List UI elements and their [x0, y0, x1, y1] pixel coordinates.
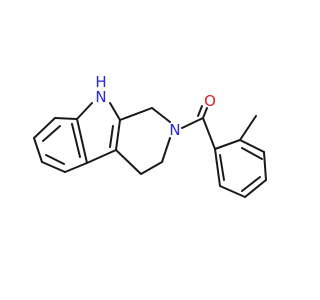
chemical-structure-diagram: H N N O: [33, 73, 267, 198]
bond: [140, 161, 163, 175]
bond: [151, 107, 171, 123]
bond: [119, 107, 153, 121]
carbonyl-oxygen-label: O: [204, 92, 216, 110]
bond: [241, 147, 263, 160]
bond: [161, 137, 171, 163]
bond: [109, 125, 114, 148]
bond: [41, 161, 66, 173]
bond: [197, 105, 203, 117]
bond: [214, 139, 241, 150]
bond: [214, 148, 221, 187]
indole-pyrrole-ring: [76, 102, 121, 164]
bond: [76, 118, 88, 164]
bond: [54, 117, 78, 120]
carbonyl-group: [181, 105, 216, 150]
methyl-bond: [239, 115, 257, 141]
bond: [115, 149, 142, 175]
bond: [202, 117, 216, 150]
bond: [42, 125, 61, 142]
bond: [263, 151, 267, 181]
bond: [241, 176, 261, 192]
bond: [33, 137, 43, 163]
bond: [71, 123, 81, 158]
bond: [219, 154, 225, 181]
toluene-ring: [214, 115, 267, 198]
indole-benzene-ring: [33, 117, 88, 173]
tetrahydropyridine-ring: [115, 107, 171, 175]
nh-hydrogen-label: H: [95, 73, 106, 91]
nh-nitrogen-label: N: [95, 88, 106, 106]
ring-nitrogen-label: N: [169, 121, 180, 139]
bond: [109, 102, 121, 121]
bond: [45, 154, 65, 165]
bond: [244, 179, 267, 198]
bond: [202, 107, 208, 119]
bond: [64, 162, 88, 173]
bond: [181, 117, 204, 129]
bond: [33, 117, 56, 139]
bond: [115, 119, 121, 151]
bond: [76, 102, 93, 120]
bond: [219, 185, 246, 198]
bond: [239, 139, 265, 153]
bond: [86, 149, 117, 164]
